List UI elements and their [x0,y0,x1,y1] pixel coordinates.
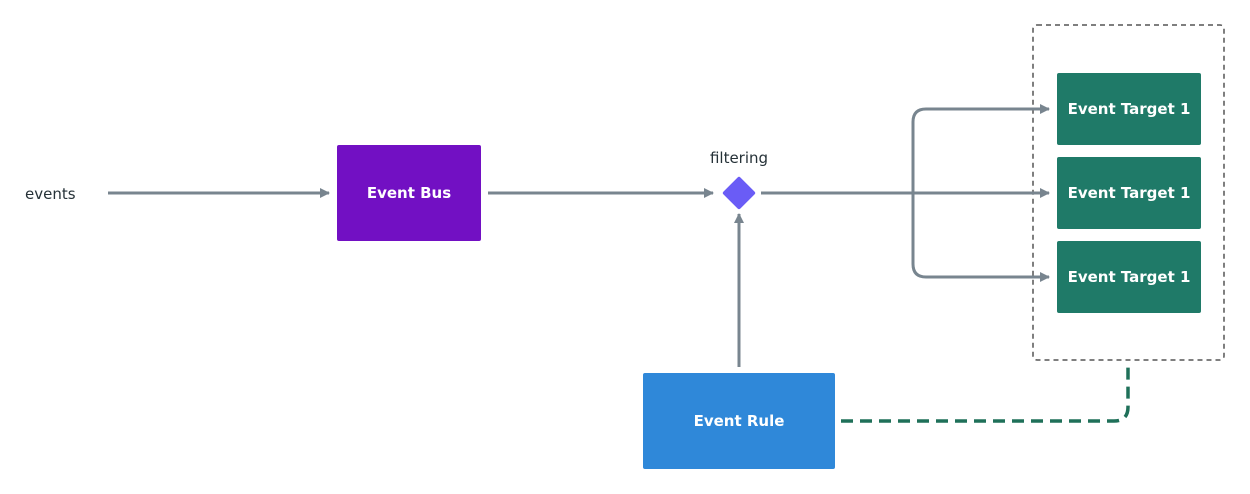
events-label: events [25,185,76,203]
rule-to-targets-dashed-link [841,363,1130,423]
filter-to-target-3-arrow [911,193,1050,282]
event-target-2-label: Event Target 1 [1068,184,1191,202]
event-bus-node [337,145,481,241]
event-target-node-3 [1057,241,1201,313]
filtering-label: filtering [710,149,768,167]
event-target-node-1 [1057,73,1201,145]
event-target-node-2 [1057,157,1201,229]
filter-diamond [722,176,756,210]
event-rule-label: Event Rule [694,412,785,430]
event-target-1-label: Event Target 1 [1068,100,1191,118]
event-bus-label: Event Bus [367,184,451,202]
filter-to-target-1-arrow [911,104,1050,193]
event-target-3-label: Event Target 1 [1068,268,1191,286]
event-rule-node [643,373,835,469]
